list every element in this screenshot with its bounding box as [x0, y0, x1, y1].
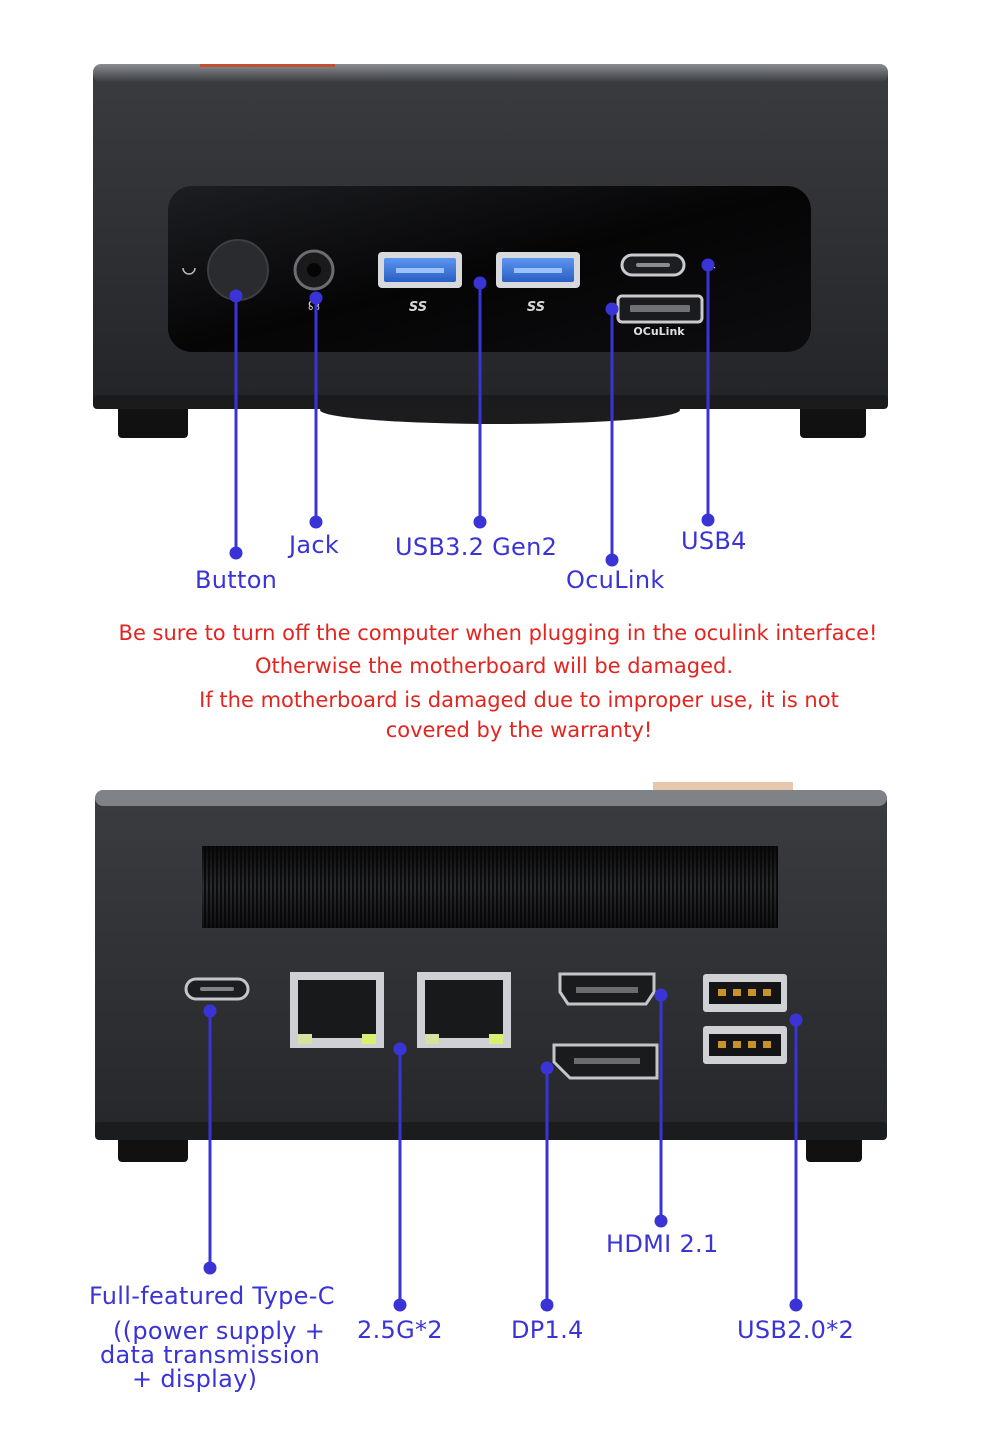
label-jack: Jack — [289, 531, 340, 559]
front-panel-image: ☊ SS SS ⌁ OCuLink — [0, 0, 1000, 620]
label-button: Button — [195, 566, 278, 594]
label-dp: DP1.4 — [511, 1316, 584, 1344]
label-typec-line1: ((power supply + — [113, 1317, 326, 1345]
front-leader-lines — [229, 258, 715, 567]
label-usb4: USB4 — [681, 527, 747, 555]
label-usb32: USB3.2 Gen2 — [395, 533, 558, 561]
rear-device-drawing — [95, 782, 887, 1312]
warning-line-1: Be sure to turn off the computer when pl… — [118, 621, 878, 645]
warning-line-4: covered by the warranty! — [385, 718, 653, 742]
label-lan: 2.5G*2 — [357, 1316, 443, 1344]
ss-logo-left: SS — [409, 300, 427, 315]
warning-line-2: Otherwise the motherboard will be damage… — [254, 654, 734, 678]
rear-leader-lines — [203, 988, 803, 1312]
label-hdmi: HDMI 2.1 — [606, 1230, 719, 1258]
label-typec-line3: + display) — [132, 1365, 258, 1393]
oculink-mark: OCuLink — [633, 325, 685, 338]
ss-logo-right: SS — [527, 300, 545, 315]
label-typec: Full-featured Type-C — [89, 1282, 335, 1310]
front-foot-right — [800, 400, 866, 438]
rear-panel-image — [0, 760, 1000, 1340]
front-foot-left — [118, 400, 188, 438]
warning-line-3: If the motherboard is damaged due to imp… — [199, 688, 839, 712]
label-typec-line2: data transmission — [100, 1341, 321, 1369]
rear-chassis — [95, 790, 887, 1140]
label-oculink: OcuLink — [566, 566, 665, 594]
label-usb20: USB2.0*2 — [737, 1316, 855, 1344]
front-device-drawing: ☊ SS SS ⌁ OCuLink — [93, 64, 888, 567]
